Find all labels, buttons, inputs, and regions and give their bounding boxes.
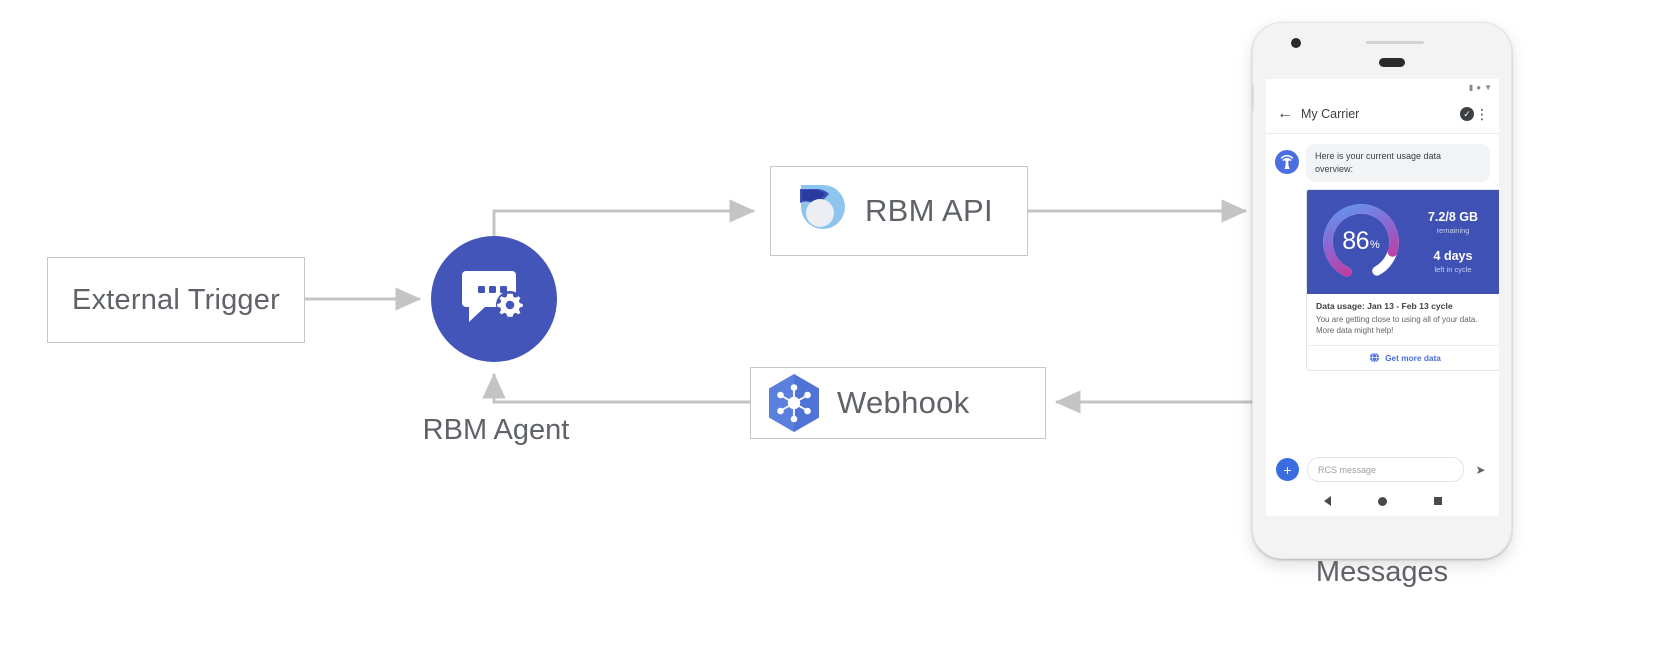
rbm-api-label: RBM API bbox=[865, 193, 993, 228]
chat-gear-icon bbox=[462, 271, 524, 322]
card-title: Data usage: Jan 13 - Feb 13 cycle bbox=[1316, 300, 1453, 311]
wire-agent-to-rbmapi bbox=[492, 199, 756, 236]
overflow-menu-icon[interactable]: ⋮ bbox=[1475, 105, 1489, 122]
android-nav-bar bbox=[1266, 486, 1499, 516]
data-remaining-value: 7.2/8 GB bbox=[1427, 209, 1479, 224]
rich-card-body: Data usage: Jan 13 - Feb 13 cycle You ar… bbox=[1307, 294, 1499, 345]
signal-icon: ▮ bbox=[1468, 83, 1474, 92]
conversation-title: My Carrier bbox=[1301, 107, 1360, 121]
battery-icon: ▼ bbox=[1484, 83, 1492, 92]
rbm-droplet-icon bbox=[795, 185, 845, 229]
phone-earpiece bbox=[1379, 58, 1405, 67]
message-composer: + RCS message ➤ bbox=[1266, 457, 1499, 482]
data-remaining-caption: remaining bbox=[1436, 225, 1470, 235]
data-usage-gauge: 86% bbox=[1315, 196, 1407, 288]
webhook-hexagon-icon bbox=[769, 374, 819, 432]
hero-stats: 7.2/8 GB remaining 4 days left in cycle bbox=[1407, 210, 1497, 274]
webhook-label: Webhook bbox=[837, 385, 970, 420]
globe-icon bbox=[1370, 352, 1380, 363]
wifi-icon: ● bbox=[1476, 83, 1482, 92]
send-icon[interactable]: ➤ bbox=[1475, 462, 1486, 477]
carrier-tower-avatar-icon bbox=[1275, 150, 1299, 174]
rcs-input-placeholder: RCS message bbox=[1318, 464, 1377, 475]
webhook-node[interactable]: Webhook bbox=[750, 367, 1046, 439]
nav-back-icon[interactable] bbox=[1323, 496, 1331, 506]
status-bar: ▮ ● ▼ bbox=[1266, 79, 1499, 95]
phone-camera bbox=[1291, 38, 1301, 48]
wire-webhook-to-agent bbox=[482, 372, 750, 404]
messages-label: Messages bbox=[1315, 556, 1449, 588]
rbm-agent-node[interactable] bbox=[431, 236, 557, 362]
gauge-unit: % bbox=[1370, 239, 1380, 252]
message-bubble: Here is your current usage data overview… bbox=[1306, 144, 1490, 182]
nav-home-icon[interactable] bbox=[1377, 496, 1387, 506]
get-more-data-button[interactable]: Get more data bbox=[1307, 344, 1499, 370]
external-trigger-label: External Trigger bbox=[72, 283, 280, 316]
phone-speaker-grill bbox=[1366, 41, 1424, 44]
phone-mockup: ▮ ● ▼ ← My Carrier ✓ ⋮ bbox=[1251, 22, 1512, 559]
rbm-api-node[interactable]: RBM API bbox=[770, 166, 1028, 256]
days-left-caption: left in cycle bbox=[1434, 264, 1472, 274]
app-bar: ← My Carrier ✓ ⋮ bbox=[1266, 95, 1499, 134]
rcs-message-input[interactable]: RCS message bbox=[1307, 457, 1464, 482]
message-row: Here is your current usage data overview… bbox=[1275, 144, 1490, 182]
conversation-area: Here is your current usage data overview… bbox=[1266, 134, 1499, 371]
card-description: You are getting close to using all of yo… bbox=[1316, 314, 1478, 336]
external-trigger-node[interactable]: External Trigger bbox=[47, 257, 305, 343]
days-left-value: 4 days bbox=[1433, 248, 1473, 263]
phone-screen: ▮ ● ▼ ← My Carrier ✓ ⋮ bbox=[1266, 79, 1499, 516]
back-arrow-icon[interactable]: ← bbox=[1277, 105, 1293, 122]
verified-badge-icon: ✓ bbox=[1460, 107, 1474, 121]
nav-recents-icon[interactable] bbox=[1433, 497, 1442, 505]
get-more-data-label: Get more data bbox=[1385, 352, 1441, 363]
gauge-value-group: 86% bbox=[1315, 196, 1407, 288]
plus-icon[interactable]: + bbox=[1276, 458, 1299, 481]
rbm-agent-label: RBM Agent bbox=[422, 414, 570, 446]
rich-card-hero: 86% 7.2/8 GB remaining 4 days left in cy… bbox=[1307, 189, 1499, 294]
rich-card[interactable]: 86% 7.2/8 GB remaining 4 days left in cy… bbox=[1306, 188, 1499, 371]
gauge-value: 86 bbox=[1342, 227, 1370, 256]
